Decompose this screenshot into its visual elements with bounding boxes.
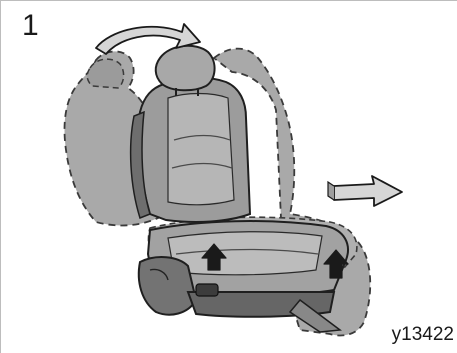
height-lever xyxy=(196,284,218,296)
step-number-label: 1 xyxy=(22,11,39,41)
seat-back xyxy=(131,78,250,222)
right-arrow-icon xyxy=(328,176,402,206)
figure-reference-code: y13422 xyxy=(392,325,454,344)
